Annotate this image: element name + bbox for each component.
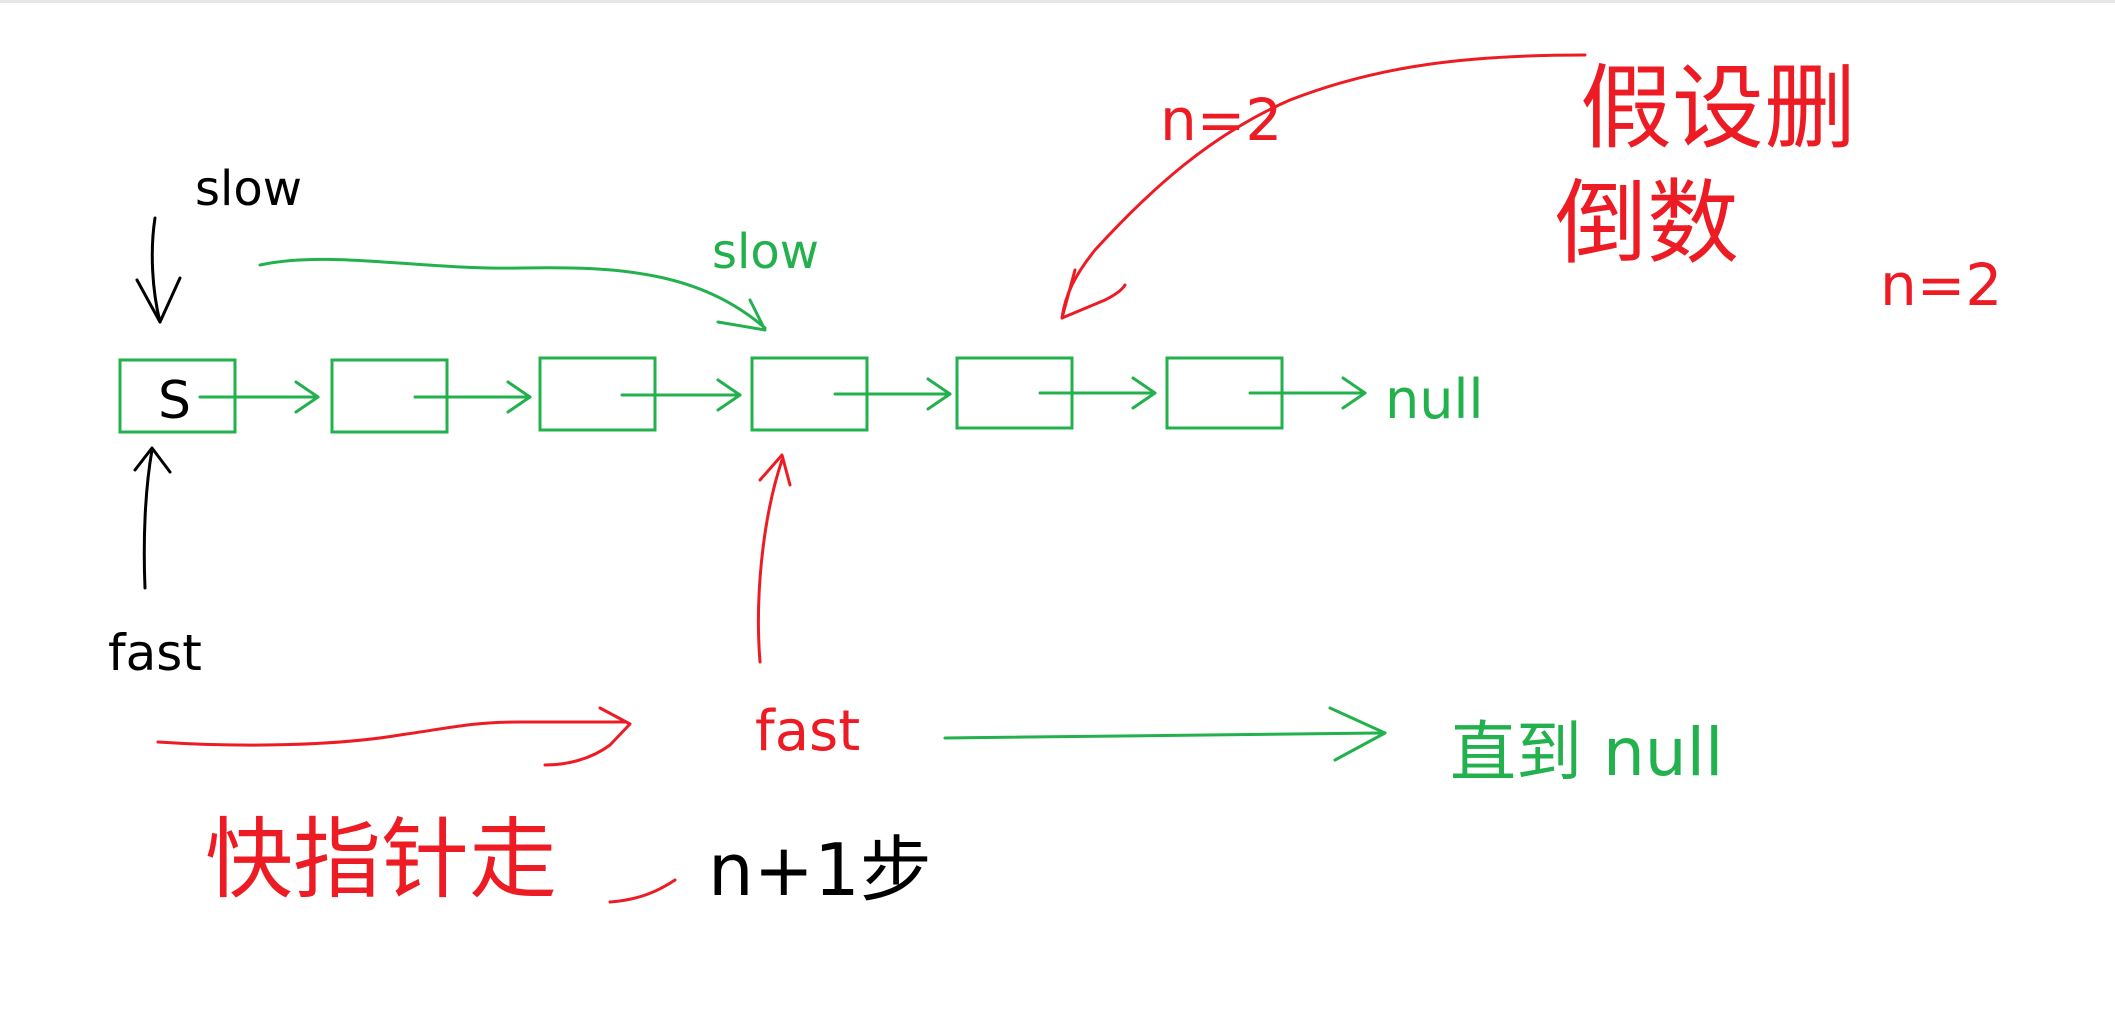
until-null-label: 直到 null [1450, 714, 1723, 791]
top-border [0, 0, 2115, 3]
until-null-arrowhead-icon [1328, 706, 1387, 762]
linked-list: S null [118, 356, 1483, 434]
fast-up-to-node: fast [755, 453, 860, 764]
null-terminator: null [1385, 368, 1483, 431]
fast-move-arrowhead-icon [543, 706, 632, 767]
slow-move-curve: slow [258, 224, 819, 332]
fast-label-left: fast [108, 624, 202, 682]
next-arrow-4 [833, 377, 952, 411]
fast-label-mid: fast [755, 699, 860, 764]
fast-up-arrowhead-icon [758, 453, 792, 487]
node-s-label: S [158, 371, 191, 431]
slow-label-top: slow [195, 161, 302, 217]
next-arrow-3 [620, 378, 742, 412]
next-arrow-1 [198, 380, 320, 414]
assumption-note: 假设删 倒数 n=2 [1555, 55, 2002, 319]
fast-moves-label: 快指针走 [205, 808, 557, 911]
fast-move-arrow [156, 706, 632, 767]
n-eq-2-note: n=2 [1880, 251, 2002, 319]
note-line-2: 倒数 [1555, 170, 1739, 277]
delete-target-arrow: n=2 [1060, 53, 1587, 320]
n-eq-2-top: n=2 [1160, 86, 1282, 154]
note-line-1: 假设删 [1580, 55, 1856, 162]
slow-label-mid: slow [712, 224, 819, 280]
n-plus-1-steps-label: n+1步 [708, 828, 932, 912]
fast-caption: 快指针走 n+1步 [205, 808, 932, 912]
delete-target-arrowhead-icon [1060, 268, 1127, 320]
slow-pointer-initial: slow [135, 161, 302, 324]
until-null-arrow: 直到 null [943, 706, 1723, 791]
fast-up-arrow-icon [142, 448, 154, 590]
slow-down-arrow-icon [150, 216, 162, 324]
fast-pointer-initial: fast [108, 446, 202, 682]
next-arrow-5 [1038, 376, 1157, 410]
slow-move-arrowhead-icon [716, 298, 767, 332]
next-arrow-6 [1248, 376, 1367, 410]
next-arrow-2 [413, 380, 532, 414]
